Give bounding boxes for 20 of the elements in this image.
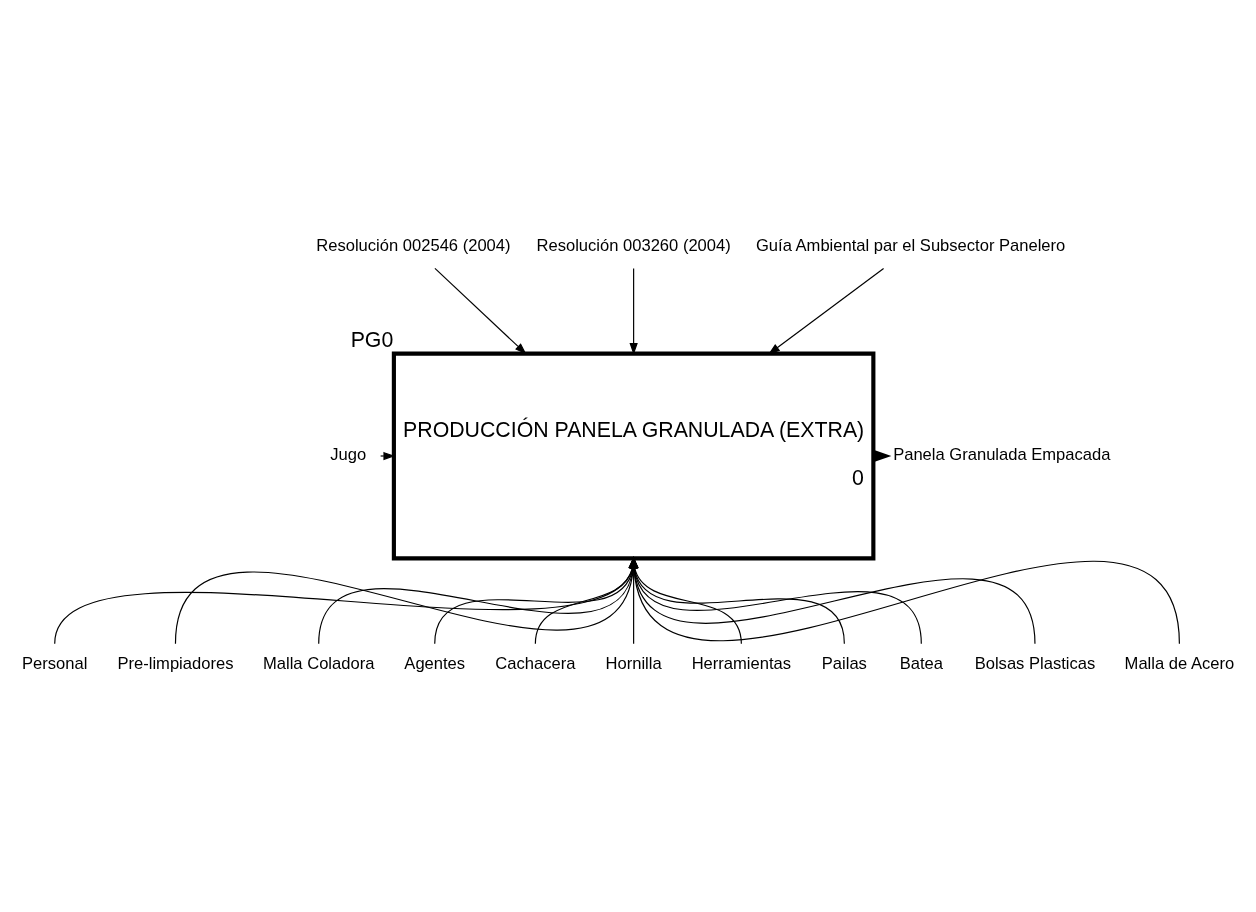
node-text: Resolución 003260 (2004): [536, 236, 731, 256]
node-text: Malla Coladora: [263, 654, 375, 674]
arrow: [434, 267, 527, 355]
node-text: Personal: [22, 654, 88, 674]
node-label: PG0: [350, 327, 394, 352]
node-text: Batea: [899, 654, 943, 674]
node-text: Hornilla: [605, 654, 662, 674]
node-text: Jugo: [330, 445, 367, 465]
arrow: [768, 267, 885, 355]
node-text: Bolsas Plasticas: [974, 654, 1096, 674]
node-text: Herramientas: [691, 654, 792, 674]
node-text: Guía Ambiental par el Subsector Panelero: [755, 236, 1066, 256]
node-text: Cachacera: [495, 654, 576, 674]
node-text: Pre-limpiadores: [117, 654, 234, 674]
arrow: [629, 267, 638, 355]
node-text: Panela Granulada Empacada: [893, 445, 1111, 465]
node-text: Resolución 002546 (2004): [316, 236, 511, 256]
node-text: Agentes: [404, 654, 466, 674]
node-text: Pailas: [821, 654, 867, 674]
node-text: Malla de Acero: [1124, 654, 1235, 674]
